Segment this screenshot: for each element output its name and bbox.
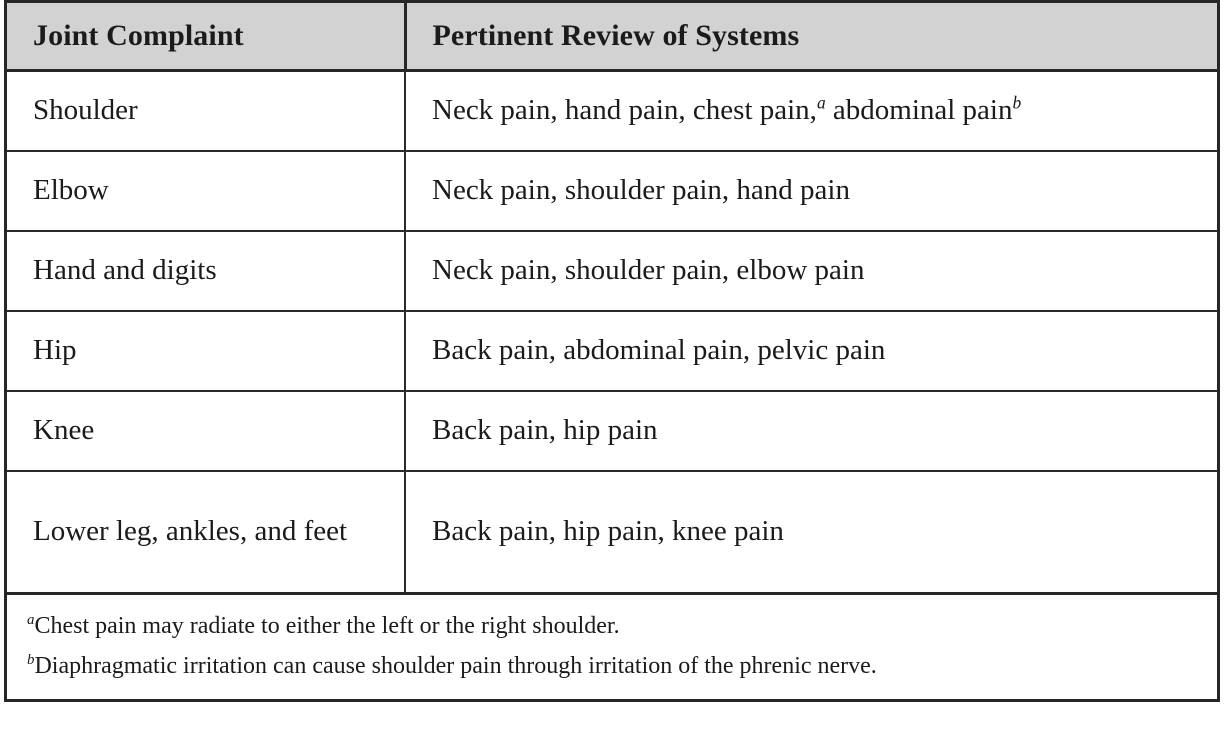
table-row: Shoulder Neck pain, hand pain, chest pai… <box>7 70 1217 152</box>
cell-joint-complaint: Lower leg, ankles, and feet <box>7 471 406 592</box>
table-row: Elbow Neck pain, shoulder pain, hand pai… <box>7 151 1217 232</box>
footnote-marker-b: b <box>1012 92 1022 113</box>
cell-joint-complaint: Knee <box>7 391 406 472</box>
table-row: Hip Back pain, abdominal pain, pelvic pa… <box>7 311 1217 392</box>
review-of-systems-table: Joint Complaint Pertinent Review of Syst… <box>7 3 1217 592</box>
table-row: Hand and digits Neck pain, shoulder pain… <box>7 231 1217 312</box>
table-body: Shoulder Neck pain, hand pain, chest pai… <box>7 70 1217 592</box>
cell-joint-complaint: Shoulder <box>7 70 406 152</box>
cell-review-of-systems: Neck pain, hand pain, chest pain,a abdom… <box>405 70 1217 152</box>
cell-joint-complaint: Hand and digits <box>7 231 406 312</box>
table-row: Knee Back pain, hip pain <box>7 391 1217 472</box>
table-row: Lower leg, ankles, and feet Back pain, h… <box>7 471 1217 592</box>
cell-joint-complaint: Hip <box>7 311 406 392</box>
column-header-joint-complaint: Joint Complaint <box>7 3 407 72</box>
cell-review-of-systems: Back pain, hip pain, knee pain <box>432 515 784 548</box>
cell-review-of-systems: Neck pain, shoulder pain, elbow pain <box>405 231 1217 312</box>
footnote-marker-a: a <box>816 92 826 113</box>
cell-review-of-systems: Neck pain, shoulder pain, hand pain <box>405 151 1217 232</box>
footnote-marker-a: a <box>27 612 35 628</box>
table-footnotes: aChest pain may radiate to either the le… <box>7 592 1217 699</box>
footnote-text: Diaphragmatic irritation can cause shoul… <box>34 653 877 680</box>
header-row: Joint Complaint Pertinent Review of Syst… <box>7 3 1217 72</box>
footnote-b: bDiaphragmatic irritation can cause shou… <box>27 649 1197 683</box>
column-header-pertinent-review-of-systems: Pertinent Review of Systems <box>405 3 1217 72</box>
cell-review-of-systems: Back pain, hip pain <box>405 391 1217 472</box>
ros-text-segment: abdominal pain <box>825 94 1013 127</box>
footnote-marker-b: b <box>27 652 35 669</box>
footnote-a: aChest pain may radiate to either the le… <box>27 609 1197 643</box>
table-header: Joint Complaint Pertinent Review of Syst… <box>7 3 1217 72</box>
review-of-systems-table-container: Joint Complaint Pertinent Review of Syst… <box>4 0 1220 703</box>
cell-review-of-systems: Back pain, abdominal pain, pelvic pain <box>405 311 1217 392</box>
footnote-text: Chest pain may radiate to either the lef… <box>34 613 620 639</box>
cell-joint-complaint: Elbow <box>7 151 406 232</box>
ros-text-segment: Neck pain, hand pain, chest pain, <box>432 94 817 127</box>
